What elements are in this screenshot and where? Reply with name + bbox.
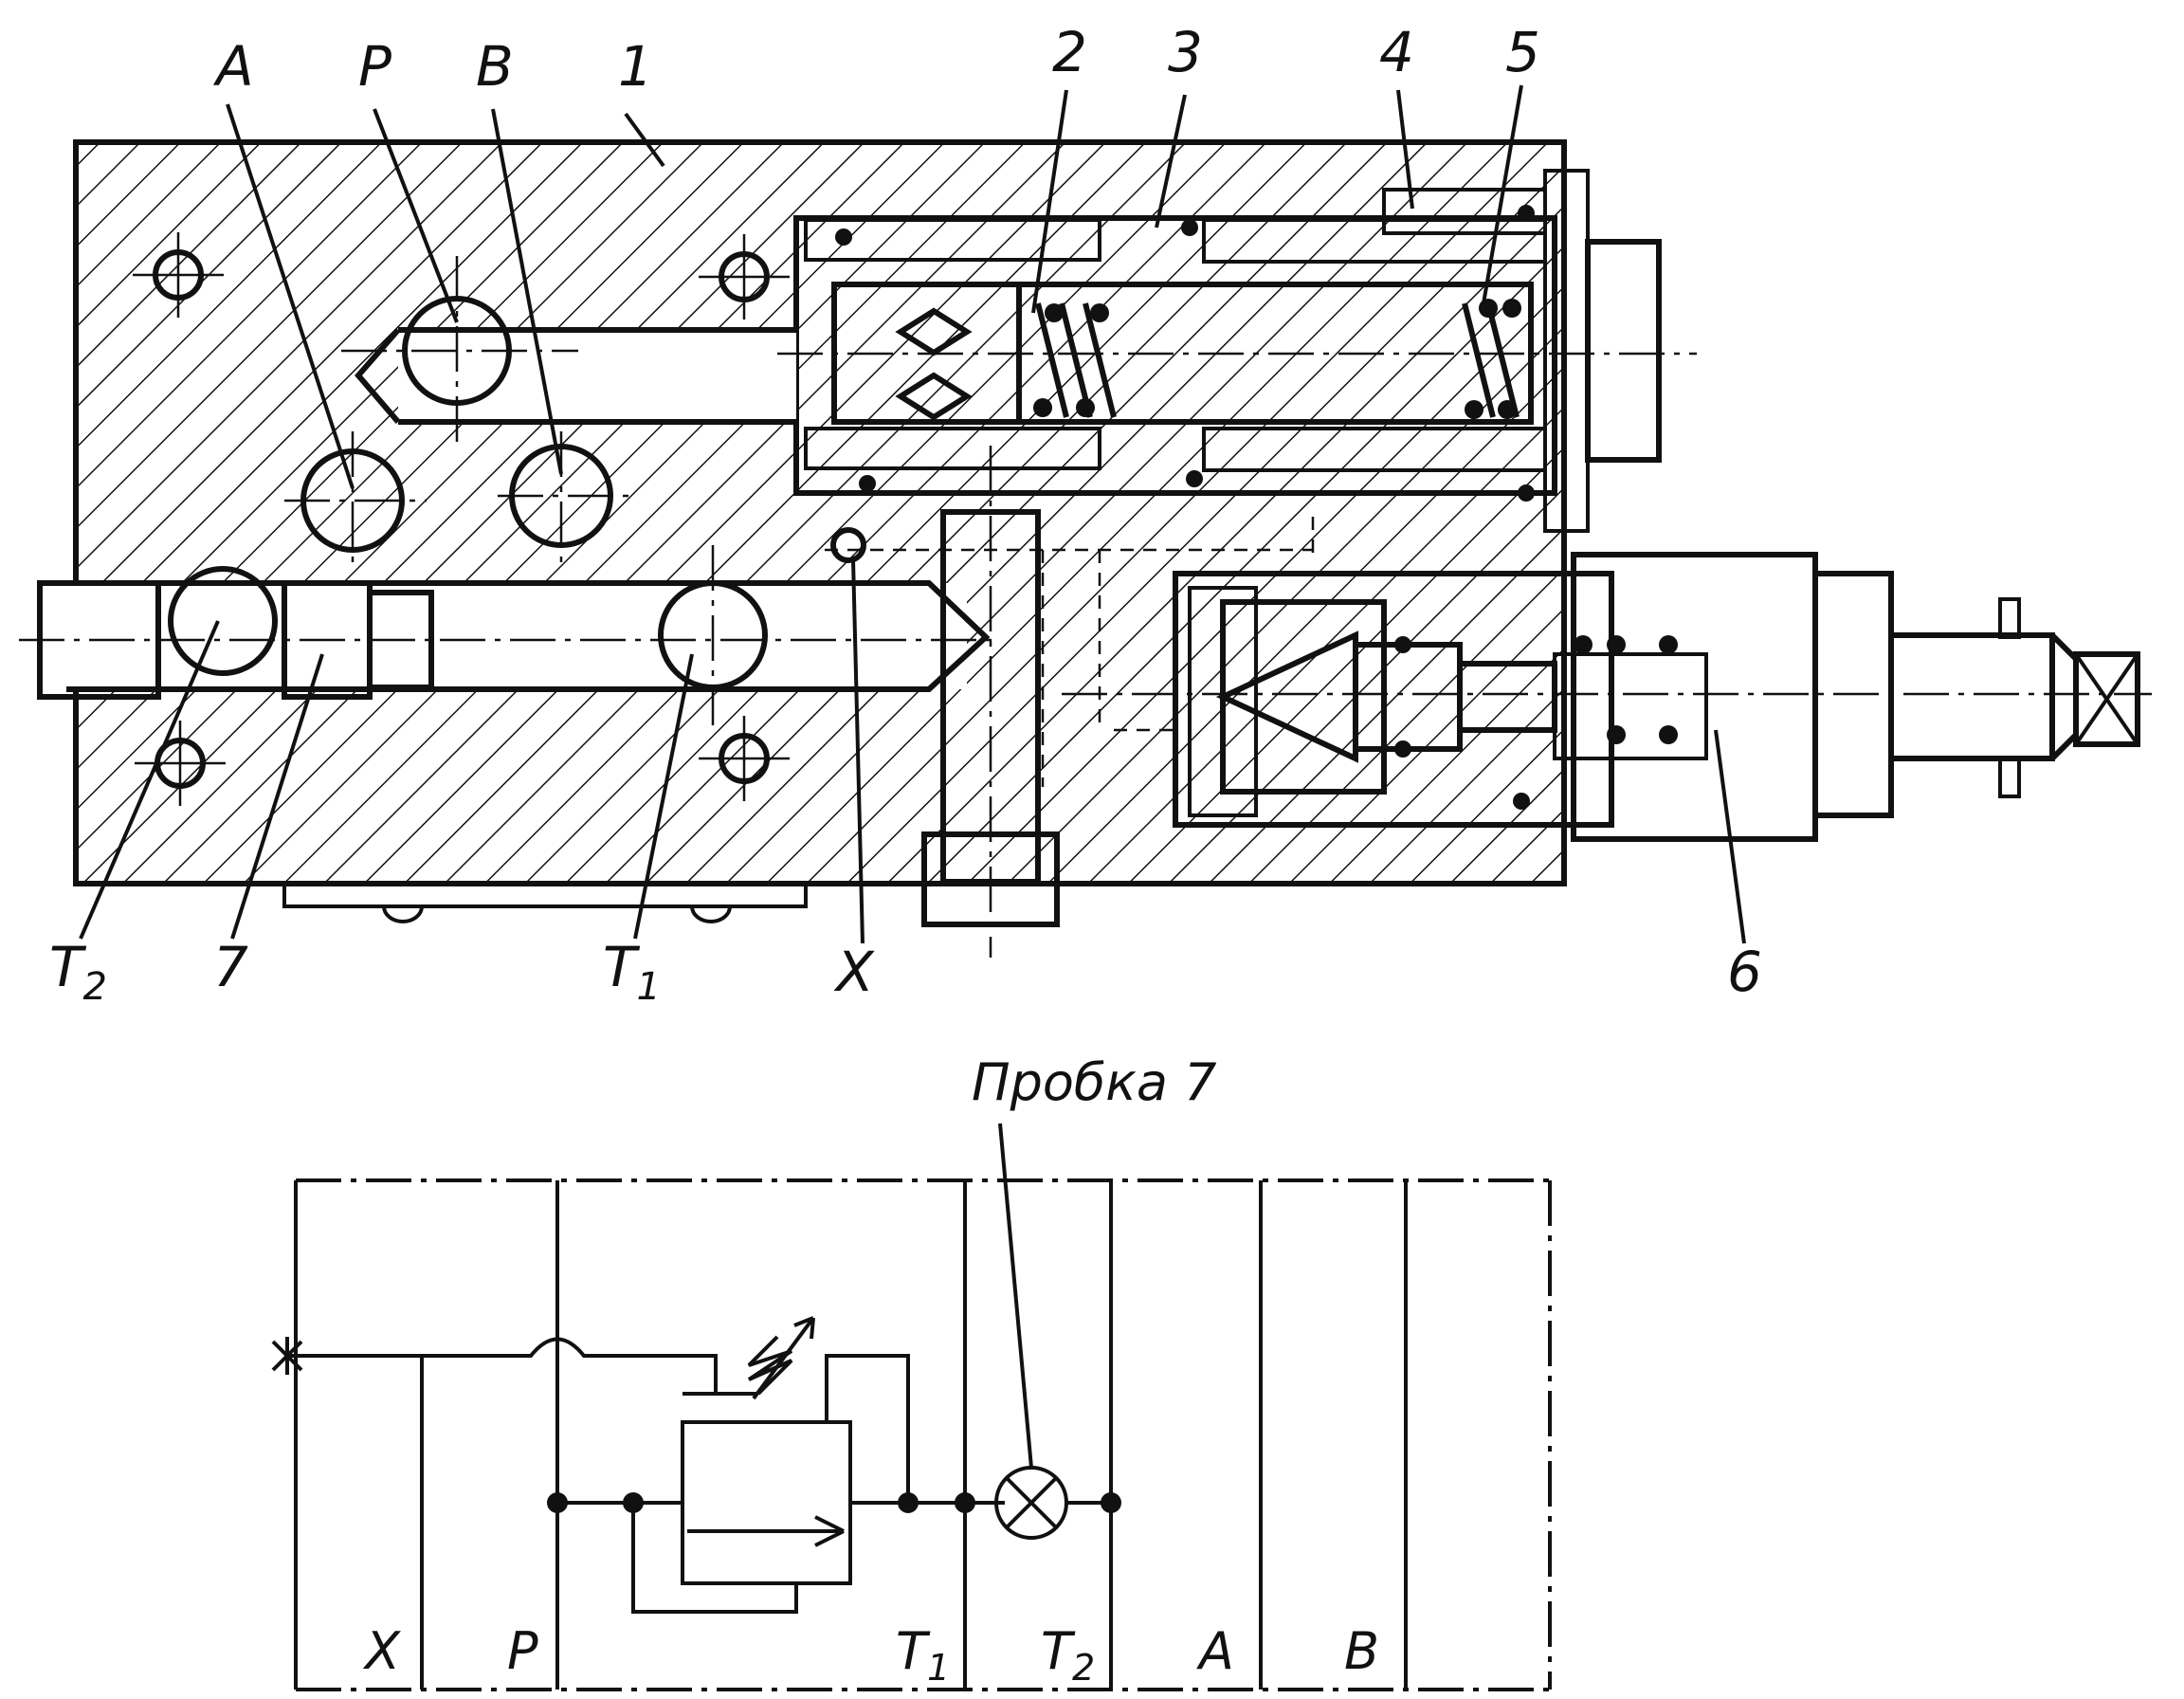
spring-symbol bbox=[747, 1335, 793, 1396]
valve-box bbox=[681, 1420, 852, 1585]
schematic-port-T1-main: T bbox=[896, 1621, 931, 1681]
adjust-arrow bbox=[752, 1316, 815, 1400]
label-T2: T2 bbox=[49, 935, 107, 1009]
label-5: 5 bbox=[1505, 20, 1540, 84]
plug-7-symbol bbox=[994, 1123, 1111, 1540]
plug-7 bbox=[19, 580, 995, 700]
valve-section-view: A P B 1 2 3 4 5 T2 7 T1 X 6 bbox=[19, 20, 2152, 1009]
hydraulic-schematic: Пробка 7 X P T1 T2 A B bbox=[271, 1052, 1552, 1691]
schematic-port-X: X bbox=[362, 1621, 401, 1681]
restrictor-mark bbox=[271, 1337, 303, 1375]
pilot-channel-hidden bbox=[825, 517, 1315, 787]
schematic-port-T2-main: T bbox=[1041, 1621, 1076, 1681]
port-T2-circle bbox=[168, 566, 278, 676]
label-2: 2 bbox=[1052, 20, 1087, 84]
schematic-port-T1-sub: 1 bbox=[927, 1647, 950, 1689]
port-T1-circle bbox=[658, 545, 768, 725]
port-A-circle bbox=[284, 431, 427, 569]
label-7: 7 bbox=[213, 935, 248, 999]
label-X: X bbox=[833, 940, 875, 1004]
leader-lines bbox=[79, 84, 1746, 944]
schematic-port-B: B bbox=[1344, 1621, 1379, 1681]
label-T2-main: T bbox=[49, 935, 87, 999]
drain-line bbox=[825, 1354, 910, 1503]
schematic-port-T1: T1 bbox=[896, 1621, 950, 1689]
schematic-port-A: A bbox=[1196, 1621, 1234, 1681]
label-T1: T1 bbox=[603, 935, 661, 1009]
valve-body bbox=[73, 139, 1567, 886]
channel-P bbox=[355, 327, 796, 425]
label-6: 6 bbox=[1727, 940, 1762, 1004]
plug-label: Пробка 7 bbox=[972, 1052, 1216, 1112]
label-P: P bbox=[358, 34, 391, 99]
label-T1-sub: 1 bbox=[636, 965, 660, 1009]
label-1: 1 bbox=[618, 34, 653, 99]
label-4: 4 bbox=[1379, 20, 1414, 84]
schematic-port-T2-sub: 2 bbox=[1072, 1647, 1095, 1689]
label-T2-sub: 2 bbox=[82, 965, 106, 1009]
pilot-line bbox=[284, 1337, 718, 1394]
bolt-holes bbox=[133, 232, 866, 806]
label-T1-main: T bbox=[603, 935, 641, 999]
bottom-strip bbox=[282, 882, 808, 908]
schematic-port-P: P bbox=[507, 1621, 538, 1681]
pilot-feedback bbox=[631, 1503, 798, 1614]
spring-left bbox=[1033, 302, 1117, 418]
label-B: B bbox=[476, 34, 514, 99]
label-A: A bbox=[212, 34, 254, 99]
pilot-valve-6 bbox=[1062, 552, 2152, 842]
port-B-circle bbox=[498, 431, 630, 564]
schematic-port-T2: T2 bbox=[1041, 1621, 1095, 1689]
label-3: 3 bbox=[1168, 20, 1203, 84]
